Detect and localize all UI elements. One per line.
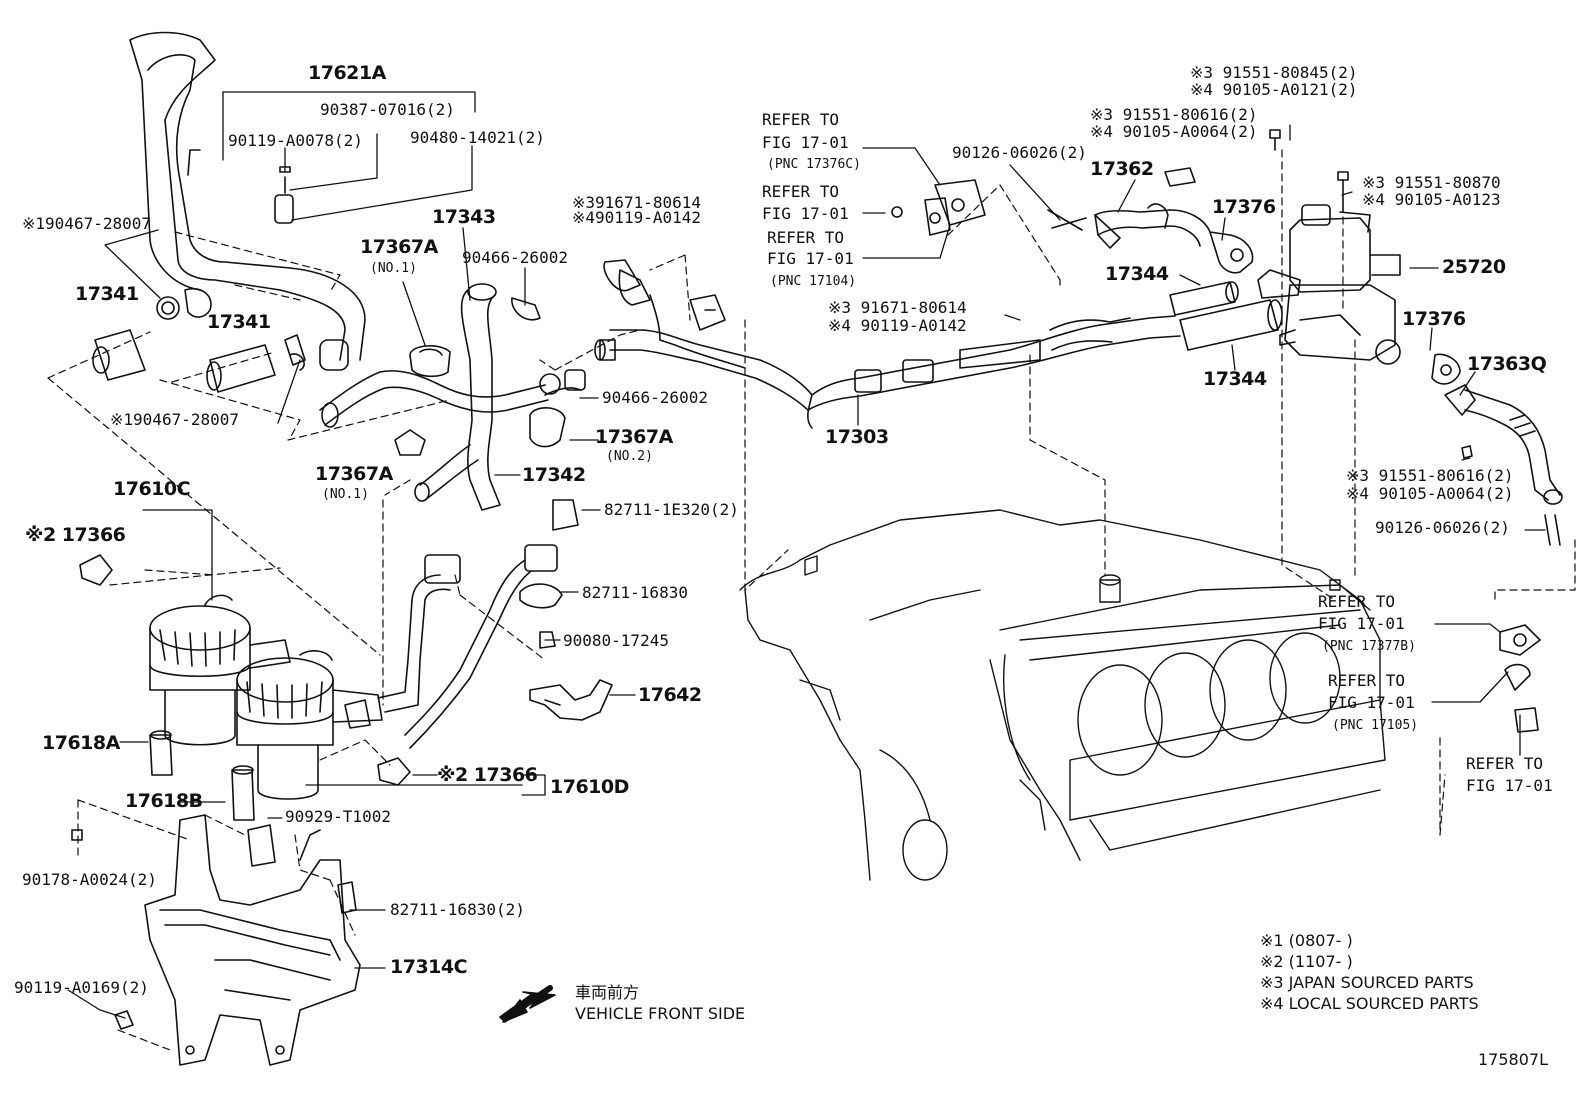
note-4: ※4 LOCAL SOURCED PARTS (1260, 994, 1479, 1013)
brackets-17367A (395, 298, 565, 455)
callout-90119-A0078: 90119-A0078(2) (228, 131, 363, 150)
callout-17610C: 17610C (113, 478, 191, 500)
callout-82711-16830: 82711-16830 (582, 583, 688, 602)
air-injection-pipe-17621A (130, 33, 365, 371)
direction-jp: 車両前方 (575, 983, 640, 1002)
callout-17303: 17303 (825, 426, 889, 448)
callout-90105-A0064-b: ※4 90105-A0064(2) (1346, 484, 1514, 503)
callout-17367A-no1-bottom-note: (NO.1) (322, 487, 369, 502)
callout-17343: 17343 (432, 206, 496, 228)
callout-17621A: 17621A (308, 62, 386, 84)
callout-17366-b: ※2 17366 (437, 764, 538, 786)
callout-90126-06026-b: 90126-06026(2) (1375, 518, 1510, 537)
pipe-17363Q (1432, 354, 1562, 545)
hose-clamps-top-left (93, 167, 305, 392)
note-2: ※2 (1107- ) (1260, 952, 1353, 971)
ref-1-line2: FIG 17-01 (762, 133, 849, 152)
callout-17610D: 17610D (550, 776, 629, 798)
callout-17618A: 17618A (42, 732, 120, 754)
ref-6-line2: FIG 17-01 (1466, 776, 1553, 795)
callout-17341-b: 17341 (207, 311, 271, 333)
ref-4-line3: (PNC 17377B) (1322, 639, 1416, 654)
callout-91551-80870: ※3 91551-80870 (1362, 173, 1501, 192)
air-pump-17610D (237, 651, 382, 799)
callout-90126-06026-a: 90126-06026(2) (952, 143, 1087, 162)
callout-90080-17245: 90080-17245 (563, 631, 669, 650)
callout-17642: 17642 (638, 684, 702, 706)
callout-17367A-no1-top-note: (NO.1) (370, 261, 417, 276)
ref-5-line2: FIG 17-01 (1328, 693, 1415, 712)
direction-en: VEHICLE FRONT SIDE (575, 1004, 746, 1023)
callout-17367A-no1-bottom: 17367A (315, 463, 393, 485)
callout-90480-14021: 90480-14021(2) (410, 128, 545, 147)
callout-91551-80845: ※3 91551-80845(2) (1190, 63, 1358, 82)
callout-17367A-no2-note: (NO.2) (606, 449, 653, 464)
small-parts-lower-left (72, 555, 410, 1029)
callout-90119-A0142-local-b: ※4 90119-A0142 (828, 316, 967, 335)
callout-90466-26002-a: 90466-26002 (462, 248, 568, 267)
callout-90467-28007-b: ※190467-28007 (110, 410, 239, 429)
callout-82711-1E320: 82711-1E320(2) (604, 500, 739, 519)
ref-4-line2: FIG 17-01 (1318, 614, 1405, 633)
callout-91671-80614-jp: ※391671-80614 (572, 193, 701, 212)
wiring-harness (378, 500, 578, 748)
right-ref-parts (1500, 625, 1540, 732)
callout-17367A-no2: 17367A (595, 426, 673, 448)
ref-3-line3: (PNC 17104) (770, 274, 857, 289)
callout-91551-80616-b: ※3 91551-80616(2) (1346, 466, 1514, 485)
ref-2-line1: REFER TO (762, 182, 840, 201)
callout-91551-80616-a: ※3 91551-80616(2) (1090, 105, 1258, 124)
callout-90387-07016: 90387-07016(2) (320, 100, 455, 119)
callout-17366-a: ※2 17366 (25, 524, 126, 546)
ref-3-line2: FIG 17-01 (767, 249, 854, 268)
ref-3-line1: REFER TO (767, 228, 845, 247)
callout-90178-A0024: 90178-A0024(2) (22, 870, 157, 889)
ref-6-line1: REFER TO (1466, 754, 1544, 773)
callout-90105-A0064-a: ※4 90105-A0064(2) (1090, 122, 1258, 141)
callout-17618B: 17618B (125, 790, 203, 812)
pipe-17362-and-gaskets (1048, 130, 1348, 273)
callout-82711-16830-2: 82711-16830(2) (390, 900, 525, 919)
callout-90105-A0123: ※4 90105-A0123 (1362, 190, 1501, 209)
callout-17314C: 17314C (390, 956, 468, 978)
callout-90105-A0121: ※4 90105-A0121(2) (1190, 80, 1358, 99)
note-3: ※3 JAPAN SOURCED PARTS (1260, 973, 1474, 992)
callout-17376-a: 17376 (1212, 196, 1276, 218)
valve-25720-assembly (1170, 205, 1400, 364)
leader-lines (68, 92, 1545, 1018)
callout-91671-80614-jp-b: ※3 91671-80614 (828, 298, 967, 317)
ref-4-line1: REFER TO (1318, 592, 1396, 611)
callout-17342: 17342 (522, 464, 586, 486)
callout-90929-T1002: 90929-T1002 (285, 807, 391, 826)
ref-5-line3: (PNC 17105) (1332, 718, 1419, 733)
callout-17367A-no1-top: 17367A (360, 236, 438, 258)
ref-1-line1: REFER TO (762, 110, 840, 129)
bracket-17314C (145, 815, 360, 1065)
callout-17362: 17362 (1090, 158, 1154, 180)
hoses-17343-17342 (320, 284, 585, 510)
callout-17363Q: 17363Q (1467, 353, 1547, 375)
vehicle-front-arrow (500, 988, 555, 1023)
callout-17344-b: 17344 (1203, 368, 1267, 390)
air-pump-17610C (150, 595, 290, 744)
callout-90467-28007-a: ※190467-28007 (22, 214, 151, 233)
callout-17341-a: 17341 (75, 283, 139, 305)
bracket-17642 (530, 680, 612, 720)
callout-90119-A0169: 90119-A0169(2) (14, 978, 149, 997)
engine-block-outline (740, 510, 1385, 880)
gaskets-ref-17376C-17104 (892, 180, 985, 235)
note-1: ※1 (0807- ) (1260, 931, 1353, 950)
callout-25720: 25720 (1442, 256, 1506, 278)
main-pipe-17303 (595, 260, 1180, 428)
ref-1-line3: (PNC 17376C) (767, 157, 861, 172)
figure-id: 175807L (1478, 1050, 1548, 1069)
ref-2-line2: FIG 17-01 (762, 204, 849, 223)
callout-90466-26002-b: 90466-26002 (602, 388, 708, 407)
callout-17344-a: 17344 (1105, 263, 1169, 285)
ref-5-line1: REFER TO (1328, 671, 1406, 690)
callout-90119-A0142-local: ※490119-A0142 (572, 208, 701, 227)
callout-17376-b: 17376 (1402, 308, 1466, 330)
